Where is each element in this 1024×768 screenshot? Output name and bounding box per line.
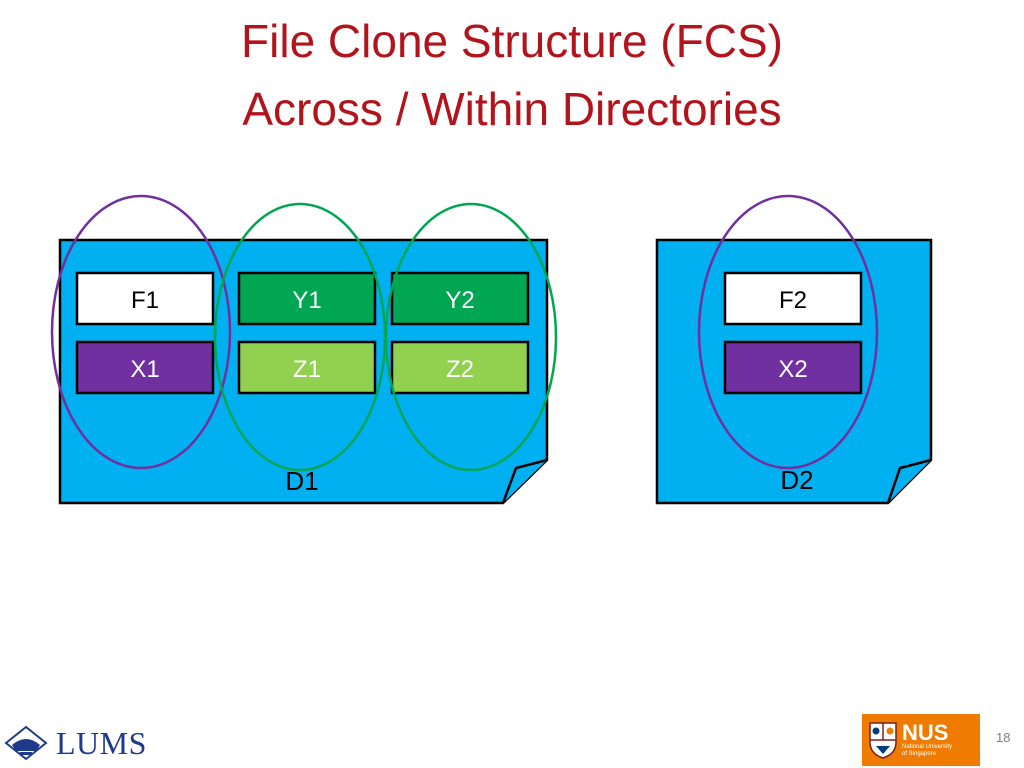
slide-title-line-2: Across / Within Directories xyxy=(242,83,782,135)
file-y2-label: Y2 xyxy=(445,287,474,314)
file-x2-box xyxy=(723,340,863,395)
page-number: 18 xyxy=(996,730,1011,745)
directory-d1-fold xyxy=(501,458,548,504)
file-z2-box xyxy=(390,340,530,395)
file-x2-label: X2 xyxy=(778,356,807,383)
lums-logo-text: LUMS xyxy=(56,724,147,761)
file-f1-box xyxy=(75,271,215,326)
file-z1-box xyxy=(237,340,377,395)
lums-logo: LUMS xyxy=(2,722,147,764)
file-y1-label: Y1 xyxy=(292,287,321,314)
file-f1-label: F1 xyxy=(131,287,159,314)
file-z1-label: Z1 xyxy=(293,356,321,383)
file-y1-box xyxy=(237,271,377,326)
nus-crest-icon xyxy=(869,722,897,759)
clone-group-ellipse-fx-d2 xyxy=(697,194,879,470)
file-x1-label: X1 xyxy=(130,356,159,383)
file-f2-box xyxy=(723,271,863,326)
directory-d2-label: D2 xyxy=(780,465,813,495)
nus-logo-text: NUS xyxy=(902,720,949,746)
slide-title-line-1: File Clone Structure (FCS) xyxy=(241,15,783,67)
nus-logo: NUS National University of Singapore xyxy=(862,714,980,766)
nus-logo-subtext-2: of Singapore xyxy=(902,751,937,757)
clone-group-ellipse-fx-d1 xyxy=(50,194,232,470)
file-y2-box xyxy=(390,271,530,326)
clone-group-ellipse-yz2 xyxy=(384,202,558,472)
lums-crest-icon xyxy=(4,725,48,761)
file-z2-label: Z2 xyxy=(446,356,474,383)
directory-d2-fold xyxy=(886,458,932,504)
file-f2-label: F2 xyxy=(779,287,807,314)
nus-logo-subtext-1: National University xyxy=(902,744,953,751)
file-x1-box xyxy=(75,340,215,395)
